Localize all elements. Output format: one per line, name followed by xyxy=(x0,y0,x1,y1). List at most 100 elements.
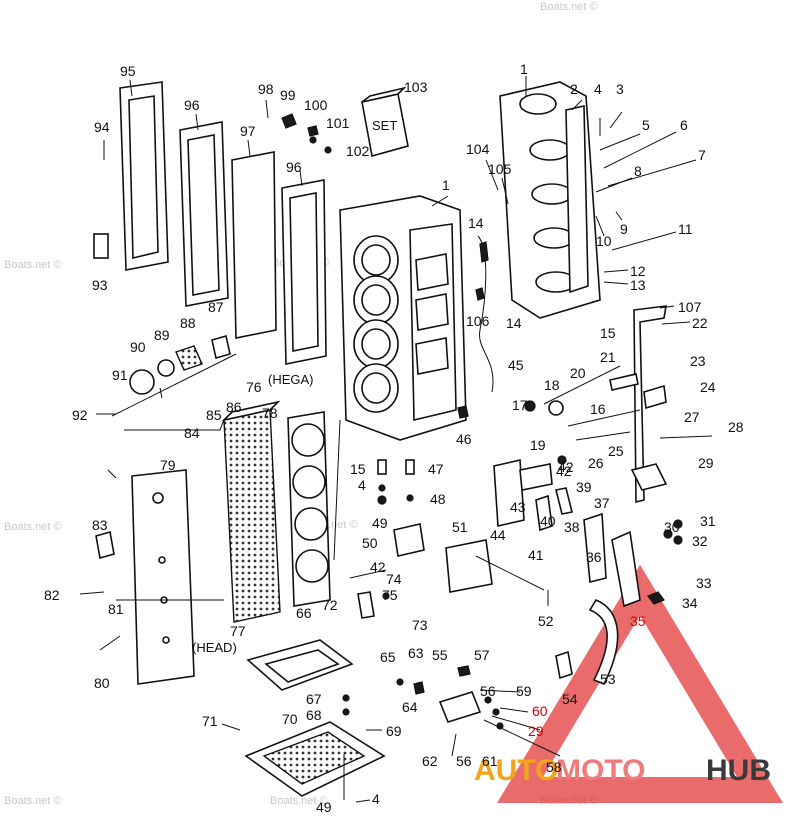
callout-67: 67 xyxy=(306,691,322,707)
watermark-text: Boats.net © xyxy=(4,795,62,807)
callout-16: 16 xyxy=(590,401,606,417)
callout-4-lower: 4 xyxy=(372,791,380,807)
part-82-bolt xyxy=(79,591,105,595)
callout-15-upper: 15 xyxy=(600,325,616,341)
watermark-text: Boats.net © xyxy=(4,521,62,533)
callout-56-lower: 56 xyxy=(456,753,472,769)
callout-102: 102 xyxy=(346,143,370,159)
callout-80: 80 xyxy=(94,675,110,691)
callout-1-crankcase: 1 xyxy=(520,61,528,77)
part-46-fitting xyxy=(457,405,469,419)
callout-78: 78 xyxy=(262,405,278,421)
part-50-cover xyxy=(393,523,425,557)
callout-85: 85 xyxy=(206,407,222,423)
callout-48: 48 xyxy=(430,491,446,507)
callout-54: 54 xyxy=(562,691,578,707)
callout-96: 96 xyxy=(184,97,200,113)
callout-77: 77 xyxy=(230,623,246,639)
callout-91: 91 xyxy=(112,367,128,383)
part-103-box: SET xyxy=(361,86,409,158)
callout-60: 60 xyxy=(532,703,548,719)
callout-64: 64 xyxy=(402,699,418,715)
callout-105: 105 xyxy=(488,161,512,177)
part-1-cylinder-block xyxy=(339,195,467,441)
part-54-fitting xyxy=(555,650,573,680)
caption-hega: (HEGA) xyxy=(268,372,314,387)
callout-34: 34 xyxy=(682,595,698,611)
callout-81: 81 xyxy=(108,601,124,617)
part-36-bracket xyxy=(583,512,607,584)
part-98-102-fittings xyxy=(265,99,332,154)
callout-31: 31 xyxy=(700,513,716,529)
callout-82: 82 xyxy=(44,587,60,603)
box-label: SET xyxy=(372,118,397,133)
callout-76: 76 xyxy=(246,379,262,395)
part-72-75-linkage xyxy=(349,569,390,619)
callout-13: 13 xyxy=(630,277,646,293)
callout-40: 40 xyxy=(540,513,556,529)
callout-87: 87 xyxy=(208,299,224,315)
callout-20: 20 xyxy=(570,365,586,381)
logo-text-moto: MOTO xyxy=(556,754,645,787)
callout-73: 73 xyxy=(412,617,428,633)
callout-63: 63 xyxy=(408,645,424,661)
callout-66: 66 xyxy=(296,605,312,621)
callout-38: 38 xyxy=(564,519,580,535)
part-97-plate xyxy=(231,151,277,339)
callout-107: 107 xyxy=(678,299,702,315)
callout-94: 94 xyxy=(94,119,110,135)
callout-30: 30 xyxy=(664,519,680,535)
callout-14-upper: 14 xyxy=(468,215,484,231)
callout-32: 32 xyxy=(692,533,708,549)
callout-15-mid: 15 xyxy=(350,461,366,477)
part-80-bolt xyxy=(99,635,121,651)
callout-90: 90 xyxy=(130,339,146,355)
part-53-hose xyxy=(588,598,619,686)
callout-17: 17 xyxy=(512,397,528,413)
callout-7: 7 xyxy=(698,147,706,163)
callout-52: 52 xyxy=(538,613,554,629)
callout-6: 6 xyxy=(680,117,688,133)
callout-39: 39 xyxy=(576,479,592,495)
callout-labels: 95 96 97 98 99 100 101 102 103 94 93 1 2… xyxy=(44,61,744,815)
callout-70: 70 xyxy=(282,711,298,727)
callout-42-lower: 42 xyxy=(370,559,386,575)
callout-22: 22 xyxy=(692,315,708,331)
callout-62: 62 xyxy=(422,753,438,769)
logo-triangle-inner xyxy=(575,660,705,768)
caption-head: (HEAD) xyxy=(192,640,237,655)
callout-88: 88 xyxy=(180,315,196,331)
callout-99: 99 xyxy=(280,87,296,103)
part-78-head-gasket xyxy=(287,411,331,607)
part-96-gasket-lower xyxy=(281,179,327,365)
part-linkage-group xyxy=(524,305,713,504)
callout-72: 72 xyxy=(322,597,338,613)
part-106-clip xyxy=(475,287,485,301)
part-83-sensor xyxy=(95,530,115,560)
part-70-adaptor xyxy=(244,721,386,797)
callout-42-upper: 42 xyxy=(556,463,572,479)
callout-18: 18 xyxy=(544,377,560,393)
callout-101: 101 xyxy=(326,115,350,131)
callout-65: 65 xyxy=(380,649,396,665)
part-1-crankcase xyxy=(499,81,601,319)
callout-106: 106 xyxy=(466,313,490,329)
callout-84: 84 xyxy=(184,425,200,441)
part-79-cover-plate xyxy=(131,469,195,685)
callout-29-red: 29 xyxy=(528,723,544,739)
part-bolts-2-13 xyxy=(571,99,697,285)
callout-4: 4 xyxy=(594,81,602,97)
callout-5: 5 xyxy=(642,117,650,133)
callout-36: 36 xyxy=(586,549,602,565)
callout-49-lower: 49 xyxy=(316,799,332,815)
part-88-90-thermostat xyxy=(111,334,237,417)
callout-51: 51 xyxy=(452,519,468,535)
callout-68: 68 xyxy=(306,707,322,723)
callout-100: 100 xyxy=(304,97,328,113)
callout-25: 25 xyxy=(608,443,624,459)
callout-53: 53 xyxy=(600,671,616,687)
part-43-44-linkage xyxy=(493,459,573,532)
callout-10: 10 xyxy=(596,233,612,249)
callout-97: 97 xyxy=(240,123,256,139)
